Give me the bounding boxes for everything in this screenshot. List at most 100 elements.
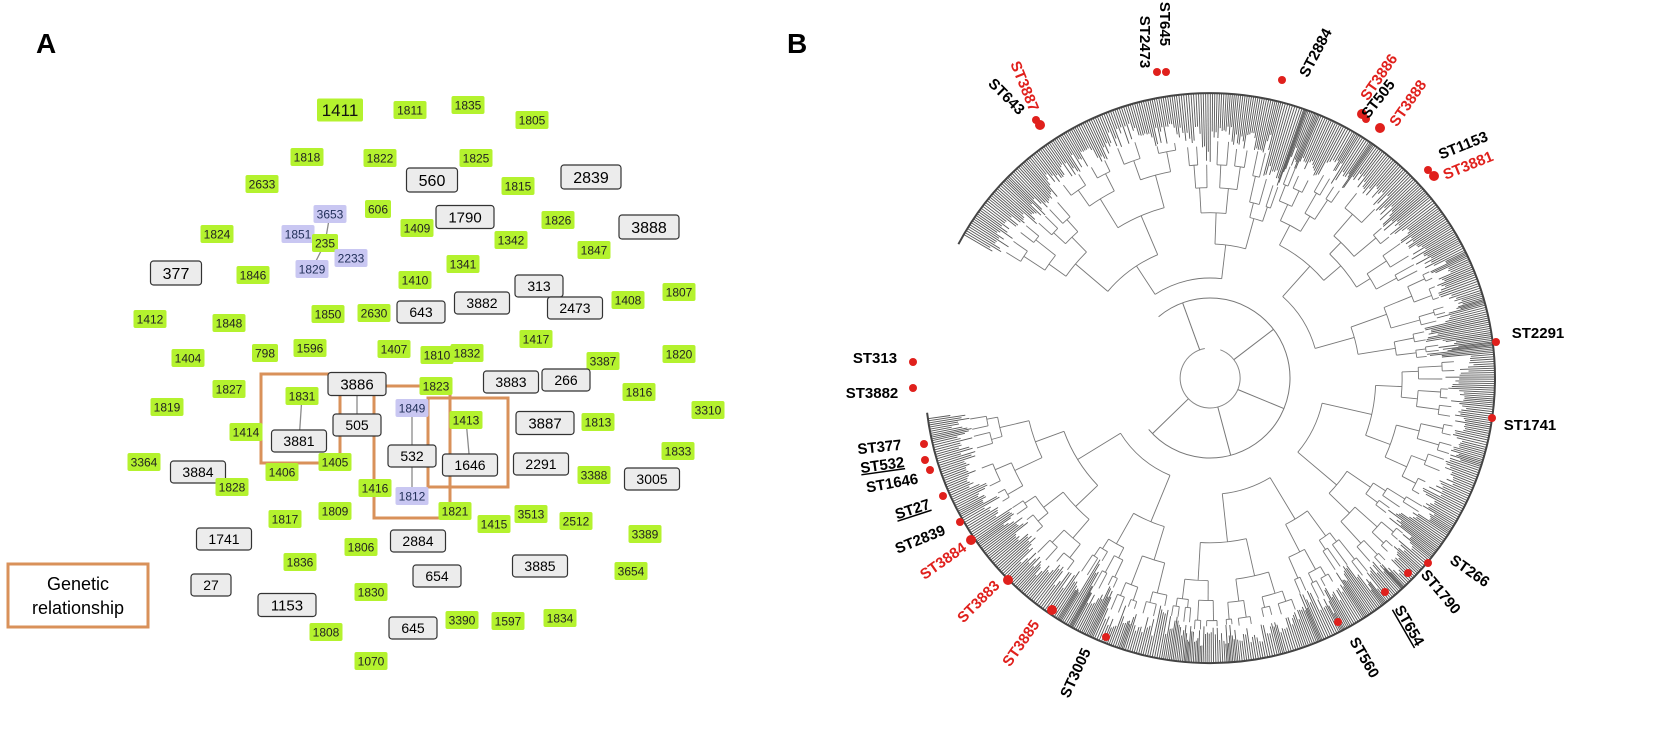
- node-label: 3883: [495, 374, 526, 390]
- tree-branch: [1292, 191, 1299, 207]
- tree-branch: [1246, 539, 1254, 576]
- node-label: 1807: [666, 285, 693, 299]
- tree-leaf: [1060, 136, 1072, 155]
- tree-leaf: [995, 537, 1027, 565]
- tree-leaf: [1193, 642, 1194, 663]
- tree-branch: [1198, 543, 1200, 581]
- node-label: 645: [401, 620, 425, 636]
- tree-branch: [1200, 539, 1246, 543]
- node-3887: 3887: [516, 412, 574, 435]
- tree-branch: [1379, 500, 1389, 508]
- tree-branch: [1253, 151, 1258, 175]
- tree-leaf: [950, 487, 969, 496]
- node-1806: 1806: [345, 538, 378, 556]
- node-label: 1597: [495, 614, 522, 628]
- tree-branch: [998, 489, 1005, 493]
- tree-branch: [1308, 573, 1313, 582]
- tree-branch: [1189, 165, 1197, 166]
- tree-leaf: [1099, 115, 1111, 143]
- tree-branch: [1228, 602, 1229, 619]
- tree-branch: [1305, 193, 1317, 213]
- tree-leaf: [940, 462, 964, 470]
- tree-leaf: [1200, 646, 1201, 663]
- tree-branch: [1173, 606, 1179, 607]
- node-1847: 1847: [578, 241, 611, 259]
- tree-branch: [1015, 458, 1042, 471]
- node-label: 1812: [399, 489, 426, 503]
- tree-branch: [1262, 608, 1264, 617]
- tree-branch: [1385, 457, 1407, 467]
- node-3513: 3513: [515, 505, 548, 523]
- tree-leaf: [1155, 612, 1164, 657]
- tree-label-st3005: ST3005: [1057, 646, 1095, 701]
- tree-leaf: [1235, 630, 1238, 662]
- tree-leaf: [1006, 562, 1021, 577]
- tree-branch: [1027, 515, 1033, 520]
- tree-branch: [1228, 600, 1244, 602]
- tree-branch: [1411, 456, 1425, 462]
- tree-leaf: [1441, 495, 1464, 507]
- node-606: 606: [365, 200, 391, 218]
- node-label: 1413: [453, 413, 480, 427]
- tree-branch: [1250, 218, 1263, 222]
- tree-marker-st3882: [909, 384, 917, 392]
- node-label: 2630: [361, 306, 388, 320]
- tree-branch: [1357, 547, 1370, 562]
- tree-leaf: [1470, 359, 1494, 361]
- tree-label-st313: ST313: [853, 350, 897, 367]
- tree-marker-st1790: [1404, 569, 1412, 577]
- tree-leaf: [1465, 421, 1491, 425]
- tree-branch: [1366, 435, 1391, 444]
- tree-leaf: [1465, 425, 1490, 430]
- tree-branch: [1282, 591, 1286, 601]
- tree-branch: [1143, 602, 1146, 614]
- tree-branch: [1033, 515, 1043, 526]
- node-label: 1816: [626, 385, 653, 399]
- tree-leaf: [1206, 93, 1207, 161]
- tree-leaf: [1196, 93, 1198, 126]
- tree-marker-st1741: [1488, 414, 1496, 422]
- tree-branch: [1433, 298, 1439, 300]
- node-3886: 3886: [328, 373, 386, 396]
- tree-branch: [1198, 600, 1199, 620]
- tree-branch: [1408, 279, 1425, 287]
- tree-branch: [1108, 576, 1112, 585]
- tree-branch: [1014, 241, 1028, 251]
- node-2291: 2291: [514, 453, 569, 475]
- tree-branch: [1250, 176, 1256, 202]
- tree-branch: [1150, 592, 1153, 603]
- node-1646: 1646: [443, 454, 498, 476]
- tree-branch: [1414, 296, 1432, 303]
- node-label: 1810: [424, 348, 451, 362]
- tree-branch: [1354, 238, 1376, 256]
- tree-branch: [1133, 587, 1138, 600]
- tree-branch: [1376, 505, 1386, 513]
- node-1809: 1809: [319, 502, 352, 520]
- tree-marker-st645: [1162, 68, 1170, 76]
- tree-branch: [1058, 202, 1071, 216]
- node-label: 235: [315, 236, 335, 250]
- tree-branch: [1078, 433, 1121, 459]
- tree-branch: [1236, 572, 1269, 579]
- node-label: 1836: [287, 555, 314, 569]
- tree-branch: [1238, 390, 1284, 409]
- tree-branch: [1280, 221, 1300, 232]
- tree-leaf: [1455, 381, 1495, 382]
- tree-branch: [1215, 244, 1246, 249]
- tree-leaf: [1216, 93, 1217, 132]
- tree-branch: [1347, 471, 1371, 487]
- tree-branch: [1073, 519, 1089, 538]
- tree-branch: [1238, 617, 1250, 619]
- tree-branch: [1270, 606, 1272, 615]
- node-1819: 1819: [151, 398, 184, 416]
- tree-branch: [1328, 574, 1332, 582]
- tree-branch: [1440, 397, 1447, 398]
- node-label: 3653: [317, 207, 344, 221]
- tree-leaf: [1113, 110, 1121, 133]
- tree-branch: [1442, 433, 1451, 435]
- tree-branch: [1270, 478, 1295, 519]
- node-label: 1832: [454, 346, 481, 360]
- tree-leaf: [1199, 93, 1201, 134]
- tree-branch: [1358, 348, 1395, 354]
- tree-branch: [1052, 530, 1064, 542]
